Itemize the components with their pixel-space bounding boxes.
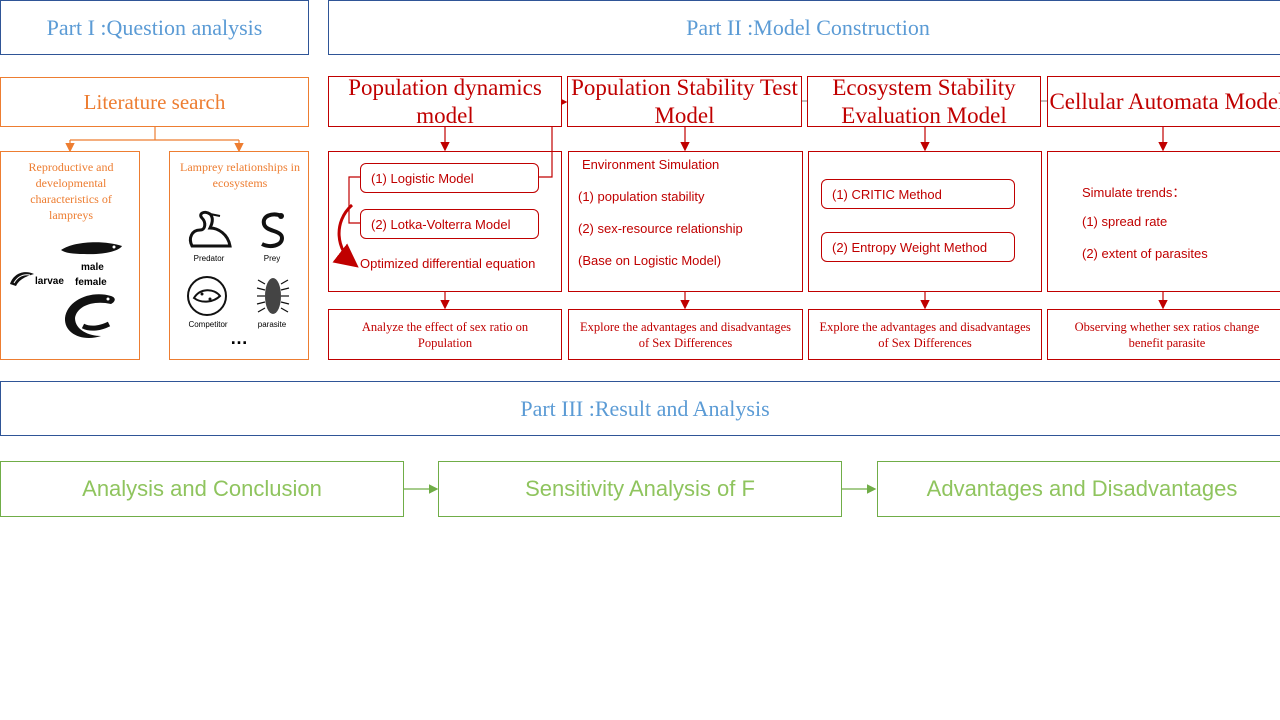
model-title-text: Ecosystem Stability Evaluation Model: [832, 74, 1016, 128]
result-sensitivity-analysis: Sensitivity Analysis of F: [438, 461, 842, 517]
population-stability-line: (1) population stability: [578, 189, 705, 204]
model-note-population-dynamics: Analyze the effect of sex ratio on Popul…: [328, 309, 562, 360]
item-label: (2) Lotka-Volterra Model: [371, 216, 511, 232]
model-note-cellular-automata: Observing whether sex ratios change bene…: [1047, 309, 1280, 360]
note-text: Explore the advantages and disadvantages…: [819, 319, 1031, 350]
model-down-arrows: [440, 127, 1168, 310]
model-title-population-dynamics: Population dynamics model: [328, 74, 562, 128]
female-lamprey-icon: [64, 294, 115, 338]
more-ellipsis: …: [230, 328, 248, 348]
reproductive-title: Reproductive and developmental character…: [28, 160, 114, 222]
part3-title: Part III :Result and Analysis: [520, 395, 770, 421]
female-label: female: [75, 277, 107, 288]
note-text: Observing whether sex ratios change bene…: [1074, 319, 1260, 350]
model-body-cellular-automata: Simulate trends： (1) spread rate (2) ext…: [1047, 151, 1280, 292]
ecosystem-relations-title: Lamprey relationships in ecosystems: [180, 160, 300, 190]
predator-icon: [188, 210, 232, 248]
lotka-volterra-item: (2) Lotka-Volterra Model: [360, 209, 539, 239]
larvae-label: larvae: [35, 276, 64, 287]
part2-header: Part II :Model Construction: [328, 0, 1280, 55]
male-lamprey-icon: [61, 242, 122, 255]
entropy-weight-item: (2) Entropy Weight Method: [821, 232, 1015, 262]
env-simulation-line: Environment Simulation: [582, 157, 720, 172]
sex-resource-line: (2) sex-resource relationship: [578, 221, 743, 236]
competitor-icon: [187, 276, 227, 316]
result-label: Analysis and Conclusion: [82, 476, 322, 501]
base-logistic-line: (Base on Logistic Model): [578, 253, 722, 268]
model-title-ecosystem-stability: Ecosystem Stability Evaluation Model: [807, 74, 1041, 128]
prey-icon: [261, 212, 285, 248]
simulate-trends-line: Simulate trends：: [1082, 185, 1186, 200]
optimized-equation-label: Optimized differential equation: [360, 256, 536, 271]
model-body-population-stability: Environment Simulation (1) population st…: [568, 151, 803, 292]
larvae-icon: [10, 272, 34, 286]
spread-rate-line: (1) spread rate: [1082, 214, 1168, 229]
parasite-icon: [256, 278, 290, 314]
competitor-label: Competitor: [188, 320, 228, 329]
extent-parasites-line: (2) extent of parasites: [1082, 246, 1208, 261]
part3-header: Part III :Result and Analysis: [0, 381, 1280, 436]
literature-branch-arrows: [65, 127, 244, 153]
curved-arrow: [332, 203, 359, 268]
result-label: Sensitivity Analysis of F: [525, 476, 755, 501]
critic-method-item: (1) CRITIC Method: [821, 179, 1015, 209]
male-label: male: [81, 262, 104, 273]
item-label: (1) CRITIC Method: [832, 186, 942, 202]
model-title-text: Population dynamics model: [348, 74, 542, 128]
model-title-text: Population Stability Test Model: [571, 74, 798, 128]
part2-title: Part II :Model Construction: [686, 14, 930, 40]
prey-label: Prey: [263, 254, 281, 263]
model-note-population-stability: Explore the advantages and disadvantages…: [568, 309, 803, 360]
part1-header: Part I :Question analysis: [0, 0, 309, 55]
item-label: (2) Entropy Weight Method: [832, 239, 988, 255]
result-label: Advantages and Disadvantages: [926, 476, 1238, 501]
result-advantages-disadvantages: Advantages and Disadvantages: [877, 461, 1280, 517]
model-body-population-dynamics: (1) Logistic Model (2) Lotka-Volterra Mo…: [328, 151, 562, 292]
model-title-text: Cellular Automata Model: [1049, 88, 1280, 114]
model-title-cellular-automata: Cellular Automata Model: [1047, 76, 1280, 127]
literature-search-box: Literature search: [0, 77, 309, 127]
model-note-ecosystem-stability: Explore the advantages and disadvantages…: [808, 309, 1042, 360]
item-bracket: [348, 176, 360, 224]
parasite-label: parasite: [257, 320, 287, 329]
note-text: Analyze the effect of sex ratio on Popul…: [361, 319, 529, 350]
item-label: (1) Logistic Model: [371, 170, 474, 186]
model-body-ecosystem-stability: (1) CRITIC Method (2) Entropy Weight Met…: [808, 151, 1042, 292]
model-title-population-stability: Population Stability Test Model: [567, 74, 802, 128]
part1-title: Part I :Question analysis: [46, 14, 263, 40]
note-text: Explore the advantages and disadvantages…: [579, 319, 792, 350]
result-analysis-conclusion: Analysis and Conclusion: [0, 461, 404, 517]
reproductive-box: Reproductive and developmental character…: [0, 151, 140, 360]
literature-search-label: Literature search: [83, 89, 226, 114]
logistic-model-item: (1) Logistic Model: [360, 163, 539, 193]
predator-label: Predator: [193, 254, 225, 263]
ecosystem-relations-box: Lamprey relationships in ecosystems Pred…: [169, 151, 309, 360]
